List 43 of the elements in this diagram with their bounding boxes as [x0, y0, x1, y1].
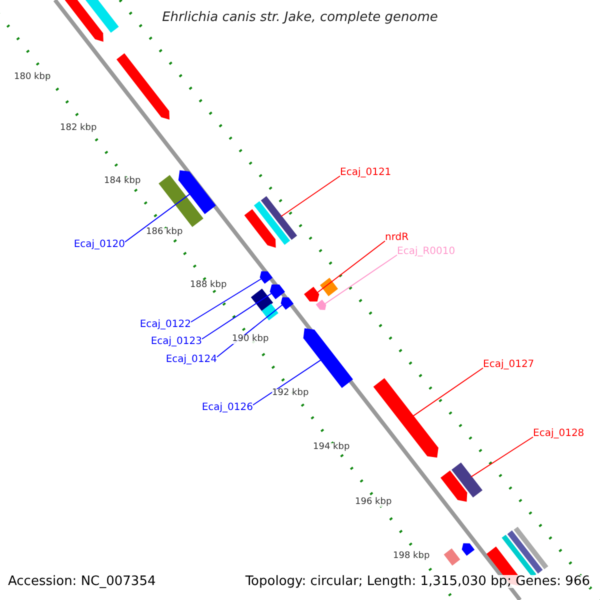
leader-line: [252, 359, 322, 406]
scale-label: 188 kbp: [190, 281, 227, 290]
leader-line: [190, 278, 262, 322]
scale-label: 186 kbp: [146, 228, 183, 237]
gene-feature-bar: [178, 170, 216, 214]
gene-label: Ecaj_0122: [140, 320, 191, 330]
gene-feature-bar: [260, 196, 298, 240]
gene-label: Ecaj_R0010: [397, 247, 456, 257]
leader-line: [412, 368, 484, 417]
gene-label: Ecaj_0124: [166, 355, 217, 365]
scale-label: 180 kbp: [14, 73, 51, 82]
scale-label: 182 kbp: [60, 124, 97, 133]
gene-feature-bar: [303, 328, 353, 388]
title: Ehrlichia canis str. Jake, complete genome: [161, 11, 439, 24]
gene-feature-bar: [452, 462, 482, 498]
gene-feature-bar: [260, 271, 273, 284]
gene-feature-bar: [304, 286, 320, 302]
leader-line: [470, 436, 534, 478]
gene-label: Ecaj_0126: [202, 403, 253, 413]
leader-line: [324, 254, 398, 305]
gene-feature-bar: [373, 378, 438, 458]
scale-label: 190 kbp: [232, 335, 269, 344]
gene-label: Ecaj_0121: [340, 168, 392, 178]
info-text: Topology: circular; Length: 1,315,030 bp; Genes: 966: [245, 575, 590, 588]
scale-label: 184 kbp: [104, 177, 141, 186]
gene-label: Ecaj_0120: [74, 240, 125, 250]
leader-line: [124, 193, 191, 242]
leader-line: [280, 176, 340, 217]
leader-line: [316, 240, 386, 294]
gene-label: nrdR: [385, 233, 409, 243]
gene-feature-bar: [316, 300, 326, 310]
gene-label: Ecaj_0123: [150, 337, 202, 347]
gene-label: Ecaj_0127: [483, 360, 534, 370]
info-text: Accession: NC_007354: [8, 575, 156, 588]
scale-label: 196 kbp: [355, 498, 392, 507]
gene-label: Ecaj_0128: [533, 429, 584, 439]
gene-feature-bar: [280, 297, 294, 310]
gene-feature-bar: [462, 543, 475, 556]
scale-label: 198 kbp: [393, 552, 430, 561]
scale-label: 192 kbp: [272, 389, 309, 398]
scale-label: 194 kbp: [313, 443, 350, 452]
leader-line: [202, 292, 272, 340]
gene-feature-bar: [270, 284, 285, 300]
